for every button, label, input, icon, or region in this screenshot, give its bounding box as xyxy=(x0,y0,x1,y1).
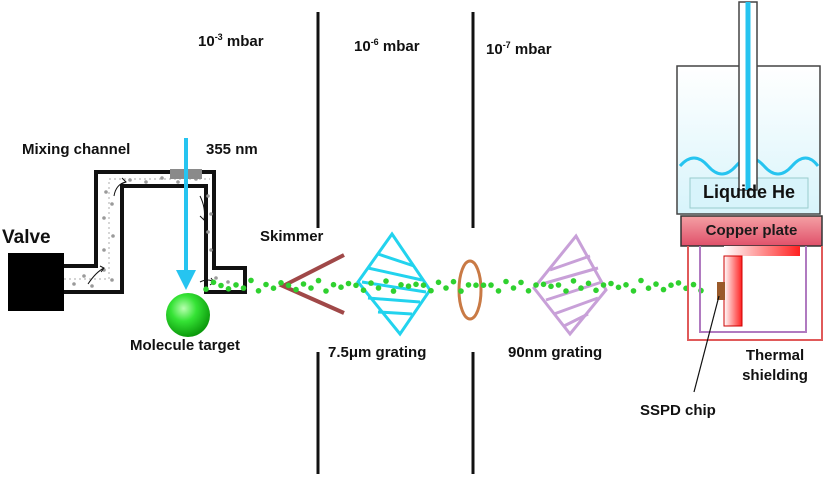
beam-dot xyxy=(593,287,599,294)
beam-dot xyxy=(525,288,532,294)
pressure-label-2: 10-6 mbar xyxy=(354,37,420,55)
beam-dot xyxy=(443,285,449,291)
beam-dot xyxy=(285,282,292,289)
beam-dot xyxy=(645,285,652,292)
beam-dot xyxy=(383,278,389,284)
skimmer-cone xyxy=(278,253,345,315)
beam-dot xyxy=(435,279,442,286)
beam-dot xyxy=(390,288,397,294)
beam-dot xyxy=(495,288,502,294)
skimmer-label: Skimmer xyxy=(260,228,324,245)
beam-dot xyxy=(473,282,479,289)
molecule-target-label: Molecule target xyxy=(130,337,241,354)
flow-arrows xyxy=(87,177,215,286)
beam-dot xyxy=(420,282,427,289)
beam-dot xyxy=(270,285,277,292)
beam-dot xyxy=(450,278,457,285)
beam-dot xyxy=(675,280,682,286)
beam-dot xyxy=(518,279,524,286)
beam-dot xyxy=(248,277,254,284)
beam-dot xyxy=(555,282,562,288)
grating-1-label: 7.5μm grating xyxy=(328,344,427,361)
beam-dot xyxy=(480,282,487,289)
beam-dot xyxy=(278,280,284,286)
beam-dot xyxy=(563,288,569,294)
beam-dot xyxy=(300,281,307,287)
beam-dot xyxy=(668,282,674,289)
beam-dot xyxy=(375,285,382,291)
beam-dot xyxy=(255,288,262,294)
thermal-shield-inner xyxy=(699,246,807,333)
beam-dot xyxy=(330,281,337,288)
beam-dot xyxy=(690,281,697,288)
mixing-channel-outer xyxy=(64,170,247,294)
cold-finger-top xyxy=(724,246,800,256)
beam-dot xyxy=(615,284,622,291)
beam-dot xyxy=(503,278,509,285)
laser-wavelength-label: 355 nm xyxy=(206,141,258,158)
beam-dot xyxy=(308,285,314,291)
beam-dot xyxy=(585,280,592,287)
laser-arrowhead xyxy=(176,270,196,290)
molecule-target-sphere xyxy=(166,293,210,337)
beam-dot xyxy=(338,284,344,291)
beam-dot xyxy=(428,287,434,294)
beam-dot xyxy=(570,278,577,284)
beam-dot xyxy=(533,282,539,288)
beam-dot xyxy=(233,282,239,288)
grating-2-label: 90nm grating xyxy=(508,344,603,361)
pressure-label-1: 10-3 mbar xyxy=(198,32,264,50)
beam-dot xyxy=(510,285,517,291)
mixing-channel-label: Mixing channel xyxy=(22,141,131,158)
beam-dot xyxy=(315,277,322,284)
beam-dot xyxy=(660,286,667,293)
beam-dot xyxy=(458,288,464,294)
beam-dot xyxy=(360,287,367,294)
beam-dot xyxy=(345,280,352,287)
cold-finger xyxy=(723,255,743,327)
beam-dot xyxy=(465,282,472,288)
sspd-chip-label: SSPD chip xyxy=(640,402,716,419)
beam-dot xyxy=(368,280,374,286)
beam-dot xyxy=(203,286,209,293)
beam-dot xyxy=(413,281,419,288)
liquid-he-label: Liquide He xyxy=(702,182,795,202)
beam-dot xyxy=(630,288,637,294)
beam-dot xyxy=(398,282,404,288)
beam-dot xyxy=(405,283,412,290)
sspd-chip-block xyxy=(717,282,725,300)
beam-dot xyxy=(353,282,359,289)
beam-dot xyxy=(240,285,247,291)
valve-label: Valve xyxy=(2,227,51,248)
beam-dot xyxy=(653,281,659,287)
beam-dot xyxy=(608,280,614,287)
beam-dot xyxy=(218,282,224,289)
beam-dot xyxy=(638,277,644,284)
beam-dot xyxy=(578,285,584,291)
molecular-beam xyxy=(203,277,704,294)
grating-90nm xyxy=(532,233,608,337)
beam-dot xyxy=(488,282,494,288)
pressure-label-3: 10-7 mbar xyxy=(486,40,552,58)
mixing-channel-particles xyxy=(72,176,230,288)
beam-dot xyxy=(293,286,299,293)
beam-dot xyxy=(263,281,269,288)
beam-dot xyxy=(225,286,232,292)
beam-dot xyxy=(548,283,554,290)
valve-block xyxy=(8,253,64,311)
copper-plate-label: Copper plate xyxy=(705,222,798,239)
beam-dot xyxy=(623,282,629,288)
beam-dot xyxy=(540,281,547,288)
beam-dot xyxy=(210,279,217,286)
thermal-shield-outer xyxy=(687,246,823,341)
beam-dot xyxy=(323,288,329,294)
sspd-pointer xyxy=(693,295,720,393)
beam-dot xyxy=(600,282,607,288)
mixing-channel-inner xyxy=(64,178,210,280)
